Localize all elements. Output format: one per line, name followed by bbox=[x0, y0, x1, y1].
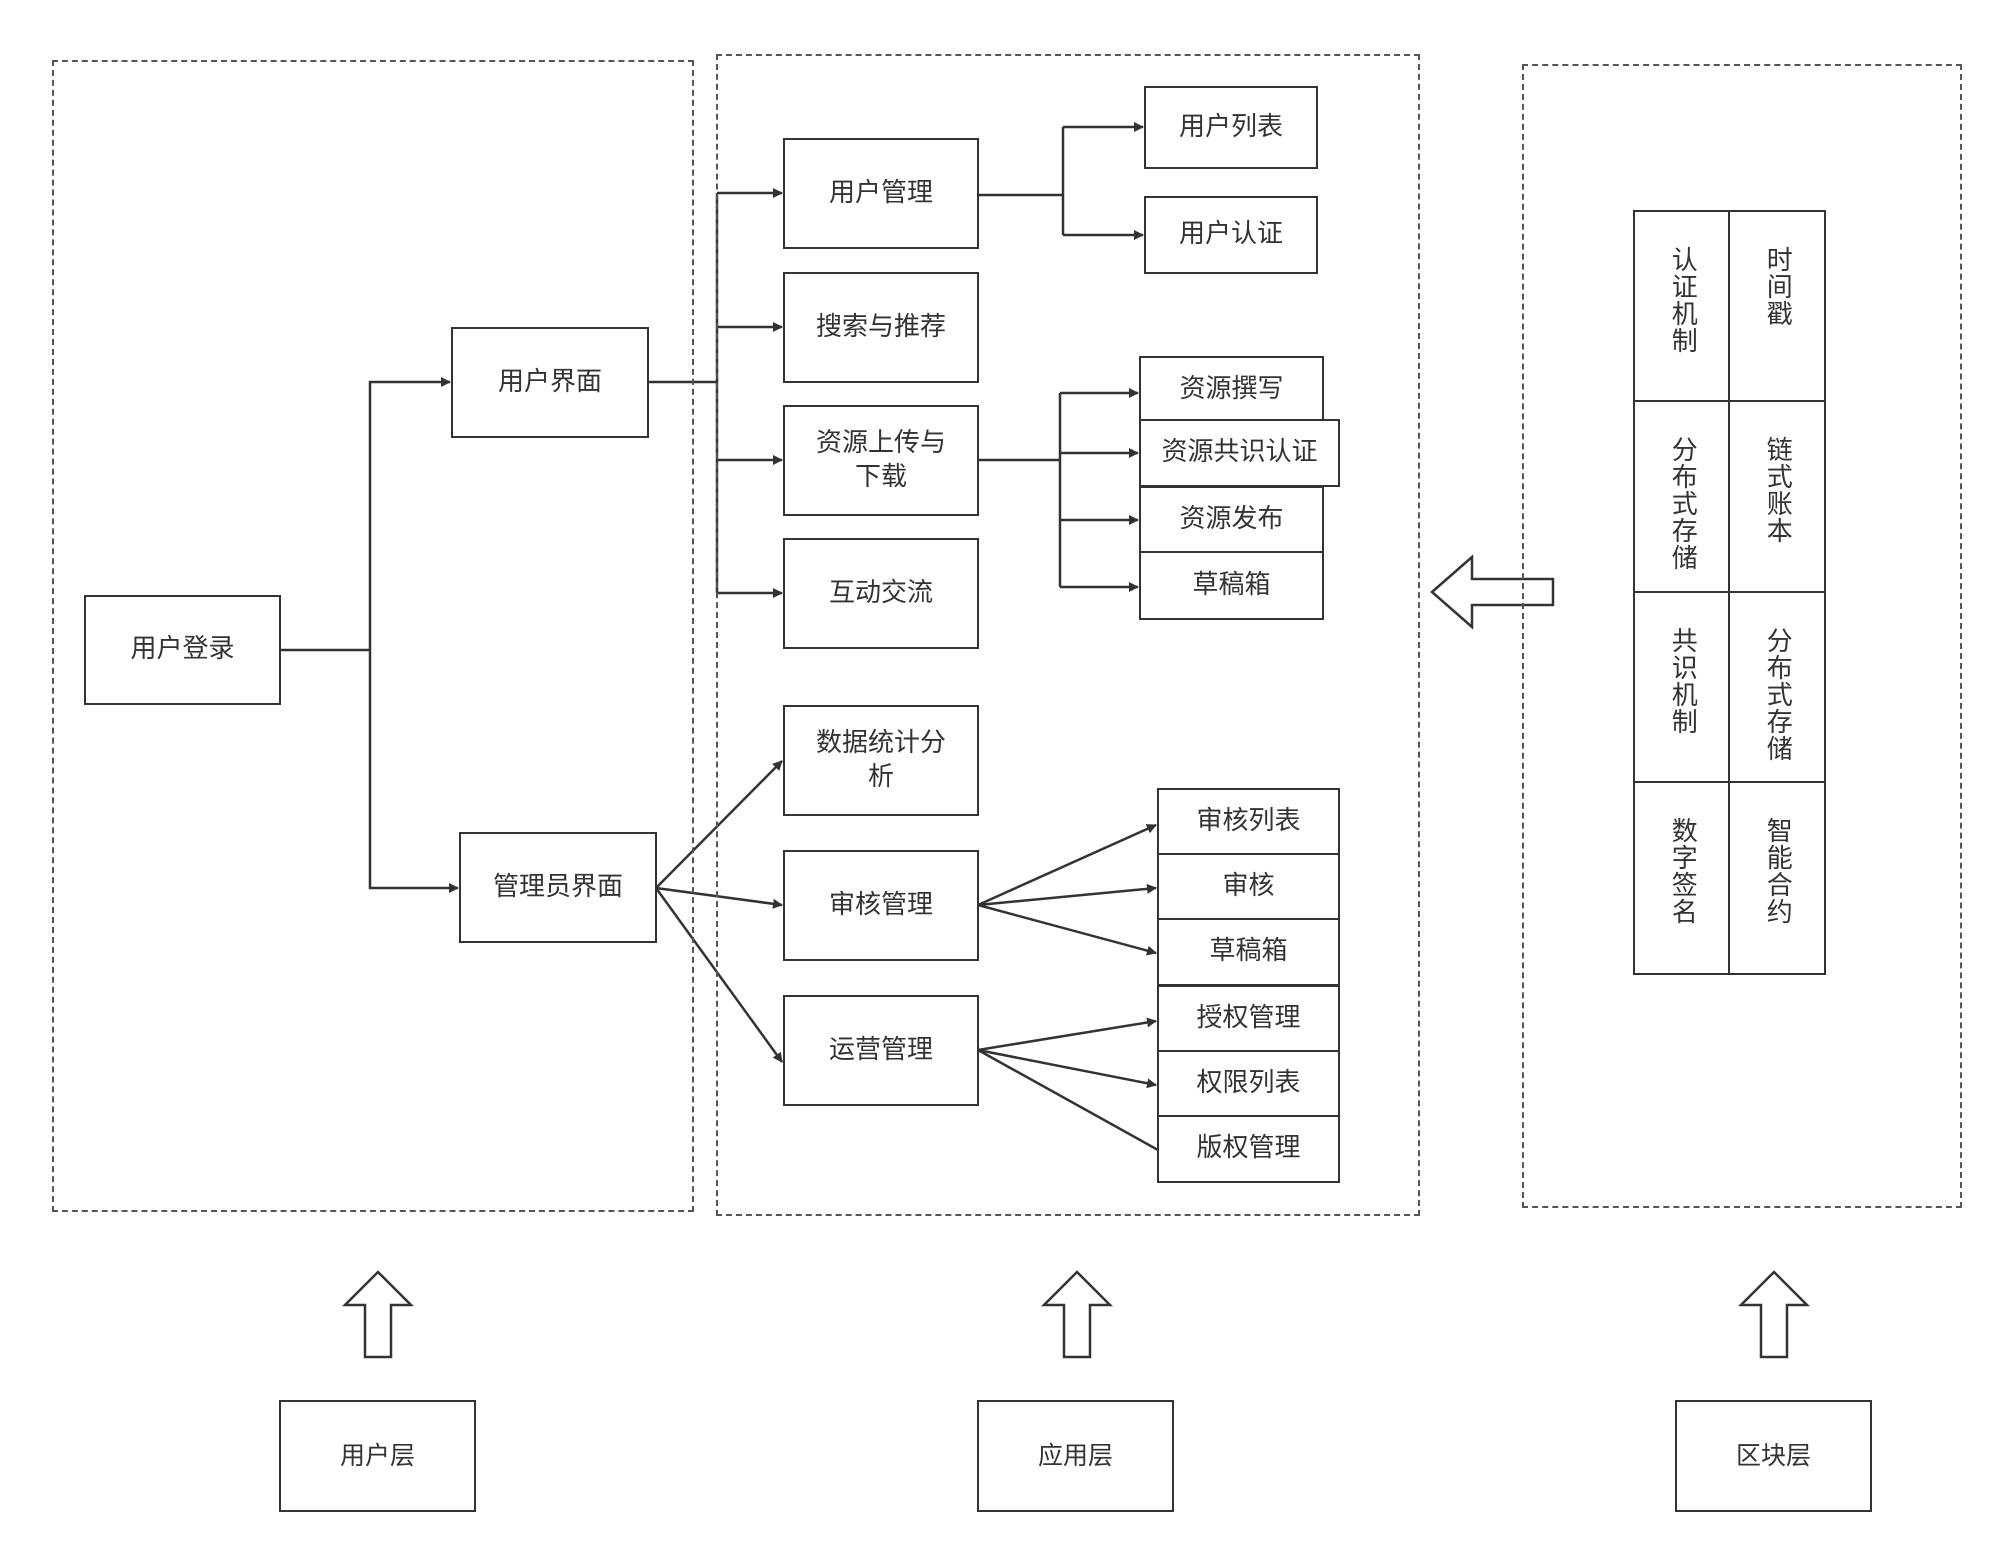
grid-cell-chain-ledger: 链式账本 bbox=[1728, 400, 1826, 594]
grid-cell-timestamp: 时间戳 bbox=[1728, 210, 1826, 403]
connector-to-drafts-2 bbox=[977, 903, 1157, 956]
chain-ledger-label: 链式账本 bbox=[1762, 436, 1793, 544]
block-layer-region bbox=[1522, 64, 1962, 1208]
grid-cell-digital-signature: 数字签名 bbox=[1633, 781, 1731, 975]
connector-admin-to-operation bbox=[654, 887, 784, 1063]
connector-to-copyright bbox=[977, 1048, 1159, 1152]
grid-cell-smart-contract: 智能合约 bbox=[1728, 781, 1826, 975]
search-recommend-node: 搜索与推荐 bbox=[783, 272, 979, 383]
user-auth-node: 用户认证 bbox=[1144, 196, 1318, 274]
stats-analysis-label-line1: 数据统计分 bbox=[815, 727, 946, 758]
drafts-label-1: 草稿箱 bbox=[1192, 569, 1271, 600]
grid-cell-distributed-storage-1: 分布式存储 bbox=[1633, 400, 1731, 594]
resource-publish-node: 资源发布 bbox=[1139, 486, 1324, 554]
admin-interface-label: 管理员界面 bbox=[492, 871, 623, 902]
resource-publish-label: 资源发布 bbox=[1179, 504, 1284, 535]
admin-interface-node: 管理员界面 bbox=[459, 832, 657, 943]
user-layer-label: 用户层 bbox=[339, 1440, 415, 1470]
interaction-node: 互动交流 bbox=[783, 538, 979, 649]
connector-to-review bbox=[977, 883, 1157, 907]
copyright-management-node: 版权管理 bbox=[1157, 1115, 1340, 1183]
consensus-mechanism-label: 共识机制 bbox=[1667, 627, 1698, 735]
review-management-label: 审核管理 bbox=[828, 889, 933, 920]
review-list-node: 审核列表 bbox=[1157, 788, 1340, 856]
user-login-node: 用户登录 bbox=[84, 595, 281, 705]
operation-management-label: 运营管理 bbox=[828, 1034, 933, 1065]
app-layer-label-box: 应用层 bbox=[977, 1400, 1174, 1512]
interaction-label: 互动交流 bbox=[828, 577, 933, 608]
app-layer-region bbox=[716, 54, 1420, 1216]
grid-cell-distributed-storage-2: 分布式存储 bbox=[1728, 591, 1826, 784]
resource-write-node: 资源撰写 bbox=[1139, 356, 1324, 424]
left-hollow-arrow-icon bbox=[1430, 554, 1555, 630]
copyright-management-label: 版权管理 bbox=[1196, 1133, 1301, 1164]
distributed-storage-label-1: 分布式存储 bbox=[1667, 436, 1698, 571]
resource-consensus-auth-label: 资源共识认证 bbox=[1161, 437, 1318, 468]
drafts-label-2: 草稿箱 bbox=[1209, 936, 1288, 967]
review-management-node: 审核管理 bbox=[783, 850, 979, 961]
resource-upload-node: 资源上传与 下载 bbox=[783, 405, 979, 516]
review-node: 审核 bbox=[1157, 853, 1340, 921]
resource-upload-label-line2: 下载 bbox=[854, 461, 907, 492]
user-list-label: 用户列表 bbox=[1178, 111, 1283, 142]
grid-cell-auth-mechanism: 认证机制 bbox=[1633, 210, 1731, 403]
permission-list-node: 权限列表 bbox=[1157, 1050, 1340, 1118]
search-recommend-label: 搜索与推荐 bbox=[815, 311, 946, 342]
user-layer-region bbox=[52, 60, 694, 1212]
user-management-label: 用户管理 bbox=[828, 177, 933, 208]
resource-upload-label-line1: 资源上传与 bbox=[815, 427, 946, 458]
stats-analysis-node: 数据统计分 析 bbox=[783, 705, 979, 816]
operation-management-node: 运营管理 bbox=[783, 995, 979, 1106]
user-auth-label: 用户认证 bbox=[1178, 219, 1283, 250]
stats-analysis-label-line2: 析 bbox=[867, 761, 894, 792]
block-layer-label-box: 区块层 bbox=[1675, 1400, 1872, 1512]
connector-login-to-user-ui bbox=[368, 377, 451, 650]
user-interface-node: 用户界面 bbox=[451, 327, 649, 438]
auth-mechanism-label: 认证机制 bbox=[1667, 246, 1698, 354]
drafts-node-2: 草稿箱 bbox=[1157, 918, 1340, 986]
resource-write-label: 资源撰写 bbox=[1179, 374, 1284, 405]
connector-to-authorization bbox=[977, 1017, 1157, 1052]
user-management-node: 用户管理 bbox=[783, 138, 979, 249]
distributed-storage-label-2: 分布式存储 bbox=[1762, 627, 1793, 762]
user-login-label: 用户登录 bbox=[130, 634, 235, 665]
timestamp-label: 时间戳 bbox=[1762, 246, 1793, 327]
connector-to-permission-list bbox=[977, 1048, 1157, 1089]
review-label: 审核 bbox=[1222, 871, 1275, 902]
connector-login-to-admin-ui bbox=[368, 650, 459, 893]
up-hollow-arrow-icon-app bbox=[1040, 1270, 1114, 1359]
user-interface-label: 用户界面 bbox=[497, 366, 602, 397]
resource-consensus-auth-node: 资源共识认证 bbox=[1139, 419, 1340, 487]
permission-list-label: 权限列表 bbox=[1196, 1068, 1301, 1099]
smart-contract-label: 智能合约 bbox=[1762, 817, 1793, 925]
user-list-node: 用户列表 bbox=[1144, 86, 1318, 169]
grid-cell-consensus-mechanism: 共识机制 bbox=[1633, 591, 1731, 784]
connector-admin-to-stats bbox=[655, 760, 783, 889]
block-layer-label: 区块层 bbox=[1735, 1440, 1811, 1470]
drafts-node-1: 草稿箱 bbox=[1139, 551, 1324, 620]
user-layer-label-box: 用户层 bbox=[279, 1400, 476, 1512]
resource-upload-label: 资源上传与 下载 bbox=[816, 427, 946, 495]
up-hollow-arrow-icon-user bbox=[341, 1270, 415, 1359]
stats-analysis-label: 数据统计分 析 bbox=[816, 727, 946, 795]
up-hollow-arrow-icon-block bbox=[1737, 1270, 1811, 1359]
connector-to-review-list bbox=[977, 823, 1157, 907]
connector-admin-to-review bbox=[655, 886, 783, 909]
authorization-management-label: 授权管理 bbox=[1196, 1003, 1301, 1034]
authorization-management-node: 授权管理 bbox=[1157, 985, 1340, 1053]
digital-signature-label: 数字签名 bbox=[1667, 817, 1698, 925]
review-list-label: 审核列表 bbox=[1196, 806, 1301, 837]
app-layer-label: 应用层 bbox=[1037, 1440, 1113, 1470]
